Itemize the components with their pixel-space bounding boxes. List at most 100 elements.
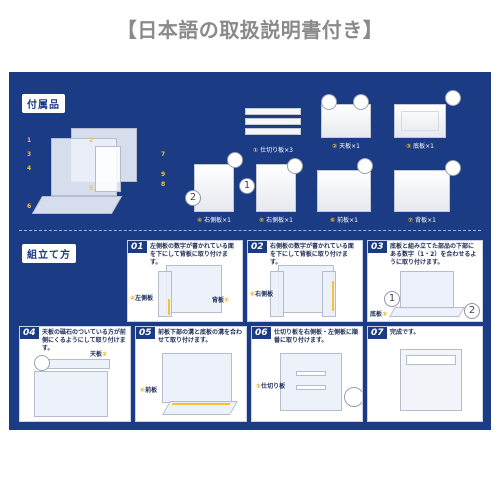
callout-6: 6 xyxy=(27,203,32,210)
step-text: 右側板の数字が書かれている面を下にして背板に取り付けます。 xyxy=(270,243,354,266)
label-number: ④ xyxy=(130,295,136,302)
overview-illustration xyxy=(31,124,157,224)
part-num: ④ xyxy=(197,217,203,224)
step-number: 07 xyxy=(368,327,387,339)
bottom-panel-plate xyxy=(394,104,446,138)
step-card-03: 03 底板と組み立てた部品の下部にある数字（1・2）を合わせるように取り付けます… xyxy=(367,240,483,322)
back-panel-plate xyxy=(394,170,450,212)
label-text: 仕切り板 xyxy=(261,383,286,390)
part-dividers: ① 仕切り板×3 xyxy=(233,108,313,154)
left-side-panel-plate xyxy=(194,164,234,212)
part-num: ⑦ xyxy=(408,217,414,224)
callout-8: 8 xyxy=(161,181,166,188)
magnet-detail-icon xyxy=(353,94,369,110)
step-card-02: 02 右側板の数字が書かれている面を下にして背板に取り付けます。 ⑤右側板 xyxy=(247,240,363,322)
box-shape xyxy=(162,353,232,403)
divider-strip xyxy=(245,118,301,125)
label-bottom-panel: 底板③ xyxy=(370,309,387,318)
part-left-side-panel: ④ 右側板×1 xyxy=(187,164,241,224)
bottom-panel-shape xyxy=(389,307,465,317)
groove-detail-icon xyxy=(445,90,461,106)
box-shape xyxy=(34,371,108,417)
part-name: 右側板×1 xyxy=(266,217,293,224)
part-name: 背板×1 xyxy=(415,217,436,224)
part-num: ① xyxy=(253,147,259,154)
top-panel-shape xyxy=(40,359,110,369)
divider-shape xyxy=(296,371,326,376)
back-panel-shape xyxy=(166,265,222,313)
step-text: 前板下部の溝と底板の溝を合わせて取り付けます。 xyxy=(158,329,243,344)
callout-3: 3 xyxy=(27,151,32,158)
divider-strip xyxy=(245,108,301,115)
part-back-panel: ⑦ 背板×1 xyxy=(387,170,457,224)
step-card-05: 05 前板下部の溝と底板の溝を合わせて取り付けます。 ⑥前板 xyxy=(135,326,247,422)
label-number: ⑤ xyxy=(250,291,256,298)
step-number: 03 xyxy=(368,241,387,253)
page-title: 【日本語の取扱説明書付き】 xyxy=(116,18,384,42)
step-card-04: 04 天板の磁石のついている方が前側にくるようにして取り付けます。 天板② xyxy=(19,326,131,422)
detail-zoom-icon xyxy=(287,158,303,174)
assembled-shape xyxy=(400,271,454,309)
section-label-assembly: 組立て方 xyxy=(22,244,76,263)
highlight-groove xyxy=(172,403,230,405)
label-number: ① xyxy=(256,383,262,390)
section-label-parts: 付属品 xyxy=(22,94,65,113)
label-left-panel: ④左側板 xyxy=(130,293,153,302)
label-number: ⑦ xyxy=(224,297,230,304)
part-bottom-panel: ③ 底板×1 xyxy=(387,104,453,150)
part-top-panel: ② 天板×1 xyxy=(315,104,377,150)
step-text: 天板の磁石のついている方が前側にくるようにして取り付けます。 xyxy=(42,329,126,352)
label-number: ② xyxy=(102,351,108,358)
part-name: 前板×1 xyxy=(337,217,358,224)
detail-zoom-icon xyxy=(227,152,243,168)
mark-number: 2 xyxy=(185,190,201,206)
callout-7: 7 xyxy=(161,151,166,158)
box-shape xyxy=(280,353,342,411)
label-divider: ①仕切り板 xyxy=(256,381,285,390)
front-panel-plate xyxy=(317,170,371,212)
magnet-detail-icon xyxy=(34,355,50,371)
label-right-panel: ⑤右側板 xyxy=(250,289,273,298)
part-num: ⑤ xyxy=(259,217,265,224)
section-divider xyxy=(19,230,481,231)
detail-zoom-icon xyxy=(357,158,373,174)
step-card-06: 06 仕切り板を右側板・左側板に順番に取り付けます。 ①仕切り板 xyxy=(251,326,363,422)
callout-5: 5 xyxy=(89,185,94,192)
magnet-detail-icon xyxy=(321,94,337,110)
detail-zoom-icon xyxy=(344,387,362,407)
step-number: 04 xyxy=(20,327,39,339)
callout-1: 1 xyxy=(27,137,32,144)
part-num: ② xyxy=(332,143,338,150)
label-text: 右側板 xyxy=(255,291,274,298)
label-text: 前板 xyxy=(145,387,158,394)
label-number: ⑥ xyxy=(140,387,146,394)
mark-number: 1 xyxy=(384,291,400,307)
step-card-01: 01 左側板の数字が書かれている面を下にして背板に取り付けます。 ④左側板 背板… xyxy=(127,240,243,322)
label-front-panel: ⑥前板 xyxy=(140,385,157,394)
step-text: 仕切り板を右側板・左側板に順番に取り付けます。 xyxy=(274,329,359,344)
part-name: 底板×1 xyxy=(413,143,434,150)
divider-shape xyxy=(296,385,326,390)
mark-number: 1 xyxy=(239,178,255,194)
completed-box-top xyxy=(406,355,456,365)
highlight-edge xyxy=(168,299,170,315)
divider-strip xyxy=(245,128,301,135)
part-num: ③ xyxy=(406,143,412,150)
label-text: 天板 xyxy=(90,351,103,358)
label-text: 底板 xyxy=(370,311,383,318)
label-top-panel: 天板② xyxy=(90,349,107,358)
callout-4: 4 xyxy=(27,165,32,172)
step-text: 底板と組み立てた部品の下部にある数字（1・2）を合わせるように取り付けます。 xyxy=(390,243,477,266)
highlight-edge xyxy=(332,281,334,311)
label-text: 背板 xyxy=(212,297,225,304)
step-number: 01 xyxy=(128,241,147,253)
part-name: 仕切り板×3 xyxy=(260,147,293,154)
part-name: 右側板×1 xyxy=(204,217,231,224)
label-number: ③ xyxy=(382,311,388,318)
mark-number: 2 xyxy=(464,303,480,319)
part-front-panel: ⑥ 前板×1 xyxy=(309,170,379,224)
label-text: 左側板 xyxy=(135,295,154,302)
label-back-panel: 背板⑦ xyxy=(212,295,229,304)
left-panel-shape xyxy=(270,271,284,317)
step-number: 05 xyxy=(136,327,155,339)
